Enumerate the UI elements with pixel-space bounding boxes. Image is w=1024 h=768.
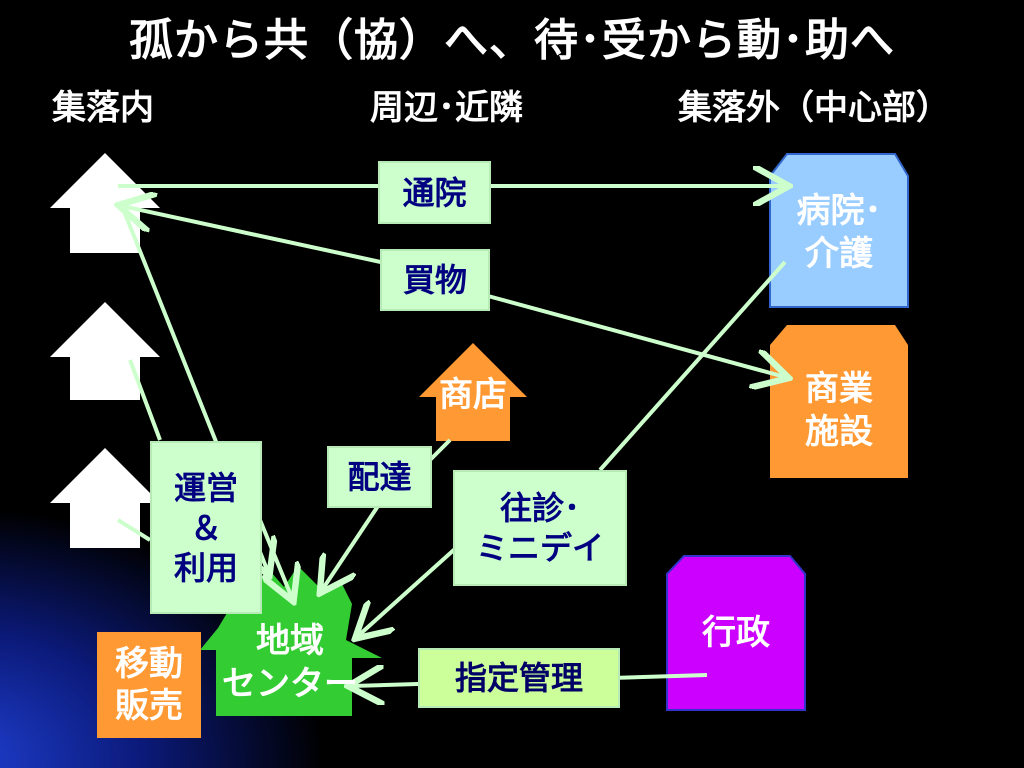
label-kaimono: 買物 <box>380 249 490 311</box>
node-center-label: 地域 センター <box>222 621 358 704</box>
node-commerce-label: 商業 施設 <box>805 369 873 452</box>
arrow-house3-center <box>116 518 152 542</box>
label-shitei: 指定管理 <box>418 648 620 708</box>
label-unei: 運営 ＆ 利用 <box>150 441 262 614</box>
arrow-house2-center <box>128 359 162 441</box>
arrow-delivery <box>322 501 382 590</box>
node-government-label: 行政 <box>702 613 770 653</box>
column-around: 周辺･近隣 <box>370 88 523 128</box>
node-shop-label: 商店 <box>439 375 507 415</box>
commerce-node-shape <box>770 325 908 478</box>
label-oushin: 往診･ ミニデイ <box>453 470 627 586</box>
house-icon <box>50 302 160 400</box>
arrow-visit-center <box>358 546 458 636</box>
node-hospital-label: 病院･ 介護 <box>796 191 882 274</box>
government-node-shape <box>666 555 806 711</box>
shop-node-shape <box>419 343 527 441</box>
arrow-shopping-back <box>122 206 391 266</box>
column-outside: 集落外（中心部） <box>678 88 950 128</box>
house-icon <box>50 448 160 548</box>
arrow-unei-center <box>258 519 292 598</box>
column-inside: 集落内 <box>52 88 154 128</box>
arrow-visit-hospital <box>598 260 787 472</box>
arrow-shopping <box>487 294 785 377</box>
page-title: 孤から共（協）へ、待･受から動･助へ <box>129 15 895 66</box>
label-tsuuin: 通院 <box>378 161 491 224</box>
label-haitatsu: 配達 <box>327 446 432 508</box>
label-idou: 移動 販売 <box>97 632 201 738</box>
